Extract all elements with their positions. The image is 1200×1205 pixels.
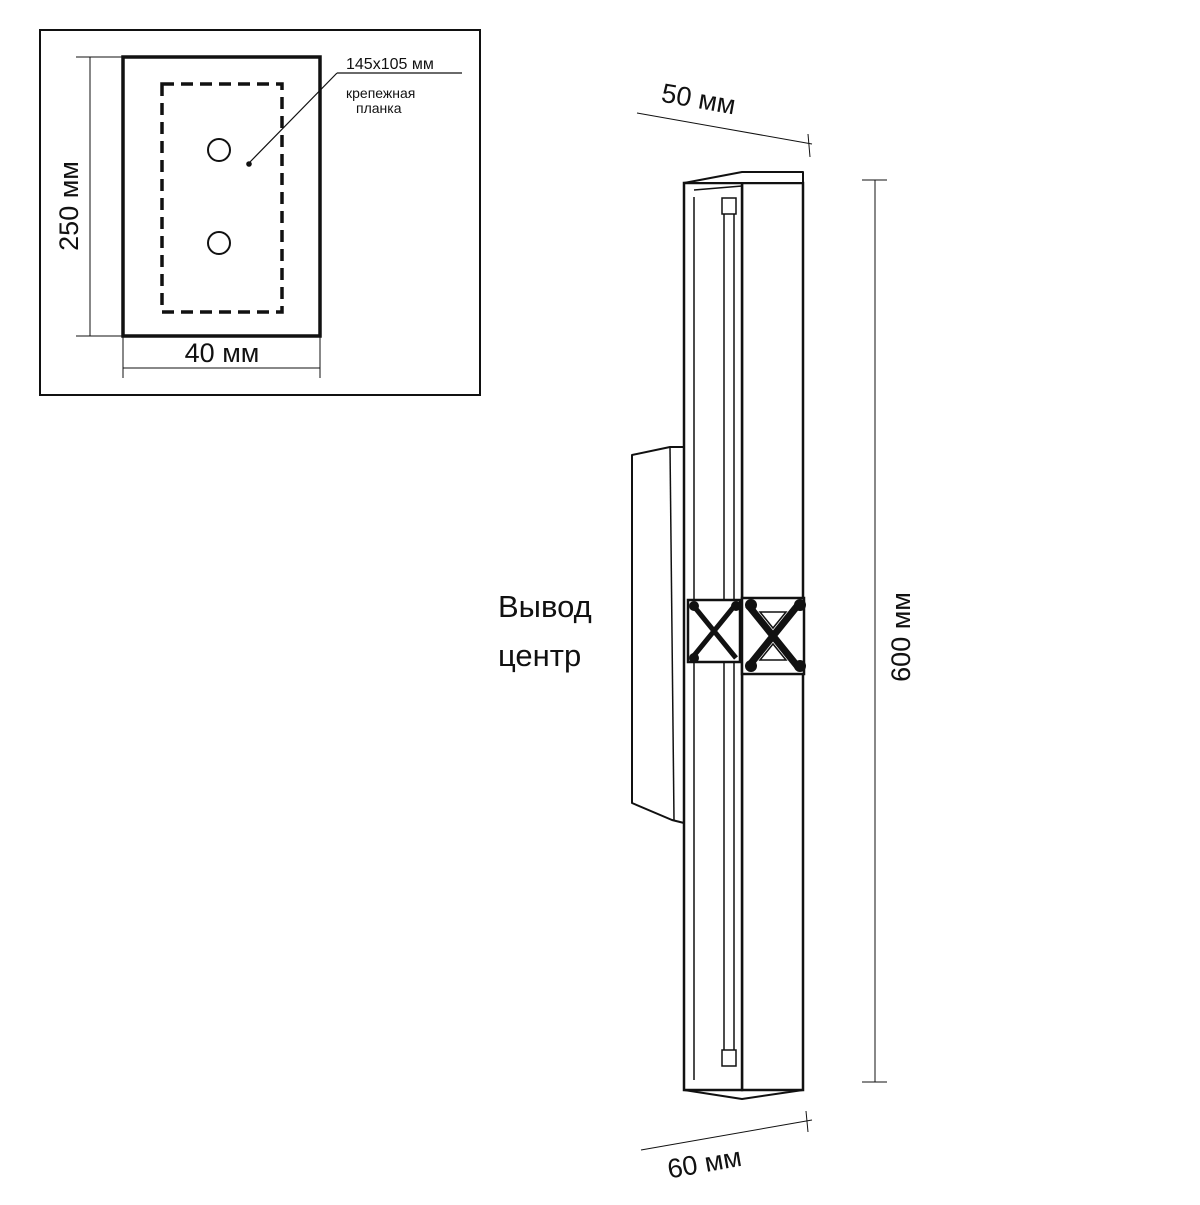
depth-top-dim-line xyxy=(636,112,813,145)
bracket-leader-dot xyxy=(246,161,252,167)
bracket-dashed-outline xyxy=(160,82,284,314)
mount-panel-inset: 145x105 мм крепежная планка 250 мм 40 мм xyxy=(39,29,481,396)
panel-height-label: 250 мм xyxy=(54,161,84,251)
panel-outline xyxy=(121,55,322,338)
mount-hole-bottom xyxy=(207,231,231,255)
body-top-face xyxy=(683,171,804,184)
outlet-label-line2: центр xyxy=(498,638,581,673)
bracket-note-line1: крепежная xyxy=(346,85,415,101)
depth-bottom-dim-line xyxy=(640,1119,813,1151)
bracket-leader-line xyxy=(248,72,338,164)
fixture-drawing: Вывод центр 600 мм 50 мм 60 мм xyxy=(498,78,916,1185)
side-mount-bracket xyxy=(686,598,742,664)
fixture-length-label: 600 мм xyxy=(886,592,916,682)
depth-top-ext xyxy=(807,133,811,158)
body-bottom-edge xyxy=(683,1089,804,1100)
bracket-size-label: 145x105 мм xyxy=(346,56,434,73)
bottom-end-cap xyxy=(721,1049,737,1067)
top-inner-edge xyxy=(693,185,743,191)
front-mount-bracket xyxy=(740,596,806,676)
inset-frame xyxy=(39,29,481,396)
wall-backplate xyxy=(631,446,685,824)
fixture-depth-bottom-label: 60 мм xyxy=(665,1142,744,1185)
fixture-depth-top-label: 50 мм xyxy=(659,78,738,121)
depth-bottom-ext xyxy=(805,1110,809,1133)
panel-width-label: 40 мм xyxy=(185,338,260,368)
outlet-label-line1: Вывод xyxy=(498,589,592,624)
top-end-cap xyxy=(721,197,737,215)
mount-hole-top xyxy=(207,138,231,162)
bracket-note-line2: планка xyxy=(356,100,402,116)
backplate-edge xyxy=(669,446,675,821)
